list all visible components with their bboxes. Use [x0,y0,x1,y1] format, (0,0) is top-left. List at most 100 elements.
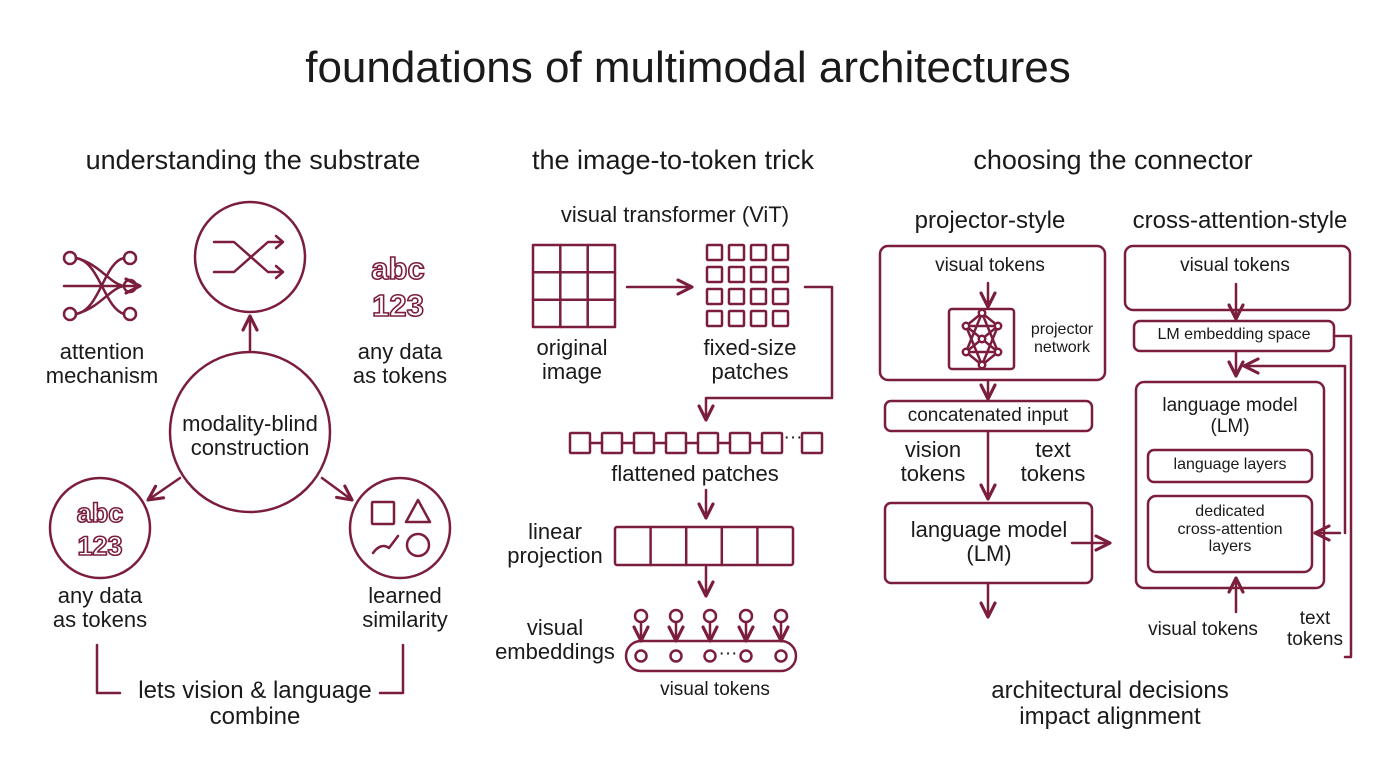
network-node [961,347,971,357]
123-glyph-bottom: 123 [77,531,122,561]
text-tokens-label: text tokens [1020,437,1086,487]
flattened-patch [728,431,752,455]
cross-text-tokens-label: text tokens [1287,608,1343,650]
embedding-node [738,608,754,624]
loop-route [1242,357,1347,535]
embedding-node [702,608,718,624]
flattened-patch [632,431,656,455]
language-layers-label: language layers [1173,456,1287,473]
network-node [977,334,987,344]
modality-blind-label: modality-blind construction [182,411,318,461]
triangle-icon [404,498,432,524]
visual-token [774,649,788,663]
shapes-icon-circle [348,476,452,580]
flattened-patches-label: flattened patches [611,461,779,486]
network-edge [964,311,984,354]
cross-visual-tokens-bottom: visual tokens [1148,619,1258,640]
embedding-node [668,608,684,624]
attention-icon [122,250,138,266]
patch-square [771,243,790,262]
cross-attention-layers-label: dedicated cross-attention layers [1177,503,1283,556]
lm-embedding-space-label: LM embedding space [1157,326,1311,343]
shuffle-icon [212,240,284,274]
language-layers-box [1146,448,1314,484]
shuffle-icon [212,240,284,274]
network-node [993,321,1003,331]
attention-icon [62,250,78,266]
concatenated-input-label: concatenated input [907,405,1069,426]
cross-attention-layers-box [1146,494,1314,574]
network-node [993,347,1003,357]
any-data-tokens-label-bottom: any data as tokens [52,583,148,633]
patch-square [705,309,724,328]
flattened-patch [568,431,592,455]
vit-label: visual transformer (ViT) [560,202,790,227]
patch-square [727,265,746,284]
embedding-node [773,608,789,624]
patch-square [771,309,790,328]
visual-token [669,649,683,663]
heading-substrate: understanding the substrate [85,145,421,175]
arrow-center-to-tokens [146,476,182,502]
network-node [961,321,971,331]
attention-icon [62,306,78,322]
visual-token [703,649,717,663]
attention-icon [122,306,138,322]
abc-glyph-top: abc [371,251,424,286]
patch-square [749,309,768,328]
abc-glyph-bottom: abc [77,498,124,528]
patch-square [749,265,768,284]
patch-square [771,265,790,284]
heading-connector: choosing the connector [973,145,1253,175]
square-icon [370,500,396,526]
flattened-patch [696,431,720,455]
patch-square [705,287,724,306]
linear-projection-box [613,525,795,567]
network-node [977,360,987,370]
flattened-ellipsis: ··· [783,427,803,448]
flattened-patch [800,431,824,455]
page-title: foundations of multimodal architectures [305,43,1071,92]
flattened-patch [664,431,688,455]
patch-square [705,243,724,262]
fixed-size-patches-label: fixed-size patches [703,335,797,385]
footer-bracket-right [378,643,405,695]
brush-icon [371,534,400,555]
connector-footer: architectural decisions impact alignment [991,677,1229,731]
patch-square [771,287,790,306]
shuffle-icon [274,234,285,250]
123-glyph-top: 123 [372,288,424,323]
shuffle-icon-circle [193,200,307,314]
patch-square [727,309,746,328]
heading-image-token: the image-to-token trick [531,145,815,175]
patch-square [749,287,768,306]
attention-mechanism-label: attention mechanism [45,339,159,389]
tokens-icon-circle [48,476,152,580]
any-data-tokens-label-top: any data as tokens [352,339,448,389]
network-node [977,308,987,318]
original-image-label: original image [536,335,608,385]
original-image-grid [531,243,617,329]
projector-network-label: projector network [1030,321,1094,356]
projector-lm-label: language model (LM) [910,517,1068,567]
patch-square [727,243,746,262]
projector-box [878,244,1107,382]
diagram-shapes [48,200,1353,695]
linear-projection-label: linear projection [507,519,603,569]
circle-icon [405,532,431,558]
embedding-node [633,608,649,624]
visual-embeddings-label: visual embeddings [495,615,615,665]
visual-token [634,649,648,663]
cross-lm-label: language model (LM) [1162,395,1298,437]
patch-square [749,243,768,262]
vision-tokens-label: vision tokens [900,437,966,487]
patch-square [727,287,746,306]
cross-attention-style-heading: cross-attention-style [1132,207,1348,234]
learned-similarity-label: learned similarity [362,583,448,633]
flattened-patch [600,431,624,455]
substrate-footer: lets vision & language combine [138,677,372,731]
cross-visual-tokens-top: visual tokens [1180,255,1290,276]
arrow-center-to-shapes [320,476,354,502]
